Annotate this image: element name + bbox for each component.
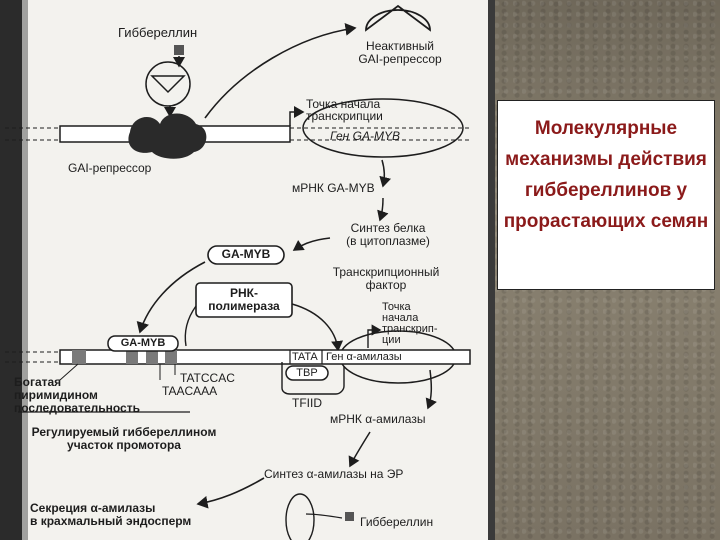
tbp-oval bbox=[285, 365, 329, 381]
title-box: Молекулярные механизмы действия гибберел… bbox=[497, 100, 715, 290]
label-ga-myb-bound: GA-MYB bbox=[120, 337, 166, 349]
rna-polymerase-box bbox=[195, 282, 293, 318]
promoter-block-1 bbox=[72, 350, 86, 364]
tfiid-shape bbox=[281, 362, 345, 395]
scan-shadow-left bbox=[0, 0, 22, 540]
label-tbp: TBP bbox=[296, 367, 318, 379]
diagram-graphics bbox=[0, 0, 495, 540]
label-mrna-ga-myb: мРНК GA-MYB bbox=[292, 181, 375, 195]
label-pyrimidine-rich: Богатая пиримидином последовательность bbox=[14, 375, 140, 415]
ellipse-gene-ga-myb bbox=[302, 98, 464, 158]
label-tss-top: Точка начала транскрипции bbox=[306, 97, 383, 123]
label-taaccaaa: TAACAAA bbox=[162, 384, 218, 398]
label-promoter-region: Регулируемый гиббереллином участок промо… bbox=[31, 425, 217, 452]
label-gibberellin-bottom: Гиббереллин bbox=[360, 515, 434, 529]
label-gai-repressor: GAI-репрессор bbox=[68, 161, 152, 175]
label-alpha-amylase-synthesis: Синтез α-амилазы на ЭР bbox=[264, 467, 404, 481]
label-tss-bottom: Точка начала транскрип- ции bbox=[382, 301, 438, 346]
label-gene-ga-myb: Ген GA-MYB bbox=[330, 129, 400, 143]
slide-title: Молекулярные механизмы действия гибберел… bbox=[503, 118, 709, 232]
inactive-repressor-shape bbox=[365, 4, 431, 32]
scan-shadow-right bbox=[488, 0, 495, 540]
label-tfiid: TFIID bbox=[292, 396, 322, 410]
label-protein-synthesis: Синтез белка (в цитоплазме) bbox=[346, 221, 430, 248]
gibberellin-square-top bbox=[174, 45, 184, 55]
promoter-block-3 bbox=[146, 350, 158, 364]
label-tata: TATA bbox=[292, 351, 318, 363]
ga-myb-box bbox=[207, 245, 285, 265]
label-mrna-alpha-amylase: мРНК α-амилазы bbox=[330, 412, 426, 426]
label-gibberellin-top: Гиббереллин bbox=[118, 25, 198, 40]
label-inactive-repressor: Неактивный GAI-репрессор bbox=[358, 39, 442, 66]
receptor-circle-top bbox=[145, 61, 191, 107]
label-gene-alpha-amylase: Ген α-амилазы bbox=[326, 351, 402, 363]
promoter-block-2 bbox=[126, 350, 138, 364]
label-rna-polymerase: РНК- полимераза bbox=[208, 286, 280, 313]
gai-repressor-blob bbox=[128, 113, 207, 159]
label-tatccac: TATCCAC bbox=[180, 371, 235, 385]
receptor-circle-bottom bbox=[285, 493, 315, 540]
label-transcription-factor: Транскрипционный фактор bbox=[332, 265, 440, 292]
gibberellin-square-bottom bbox=[345, 512, 354, 521]
ga-myb-bound-box bbox=[107, 335, 179, 352]
label-ga-myb-box: GA-MYB bbox=[221, 247, 271, 261]
promoter-block-4 bbox=[165, 350, 177, 364]
dna-bar-2 bbox=[59, 349, 471, 365]
scanned-diagram: Гиббереллин Неактивный GAI-репрессор Точ… bbox=[0, 0, 495, 540]
label-secretion: Секреция α-амилазы в крахмальный эндоспе… bbox=[30, 501, 192, 528]
